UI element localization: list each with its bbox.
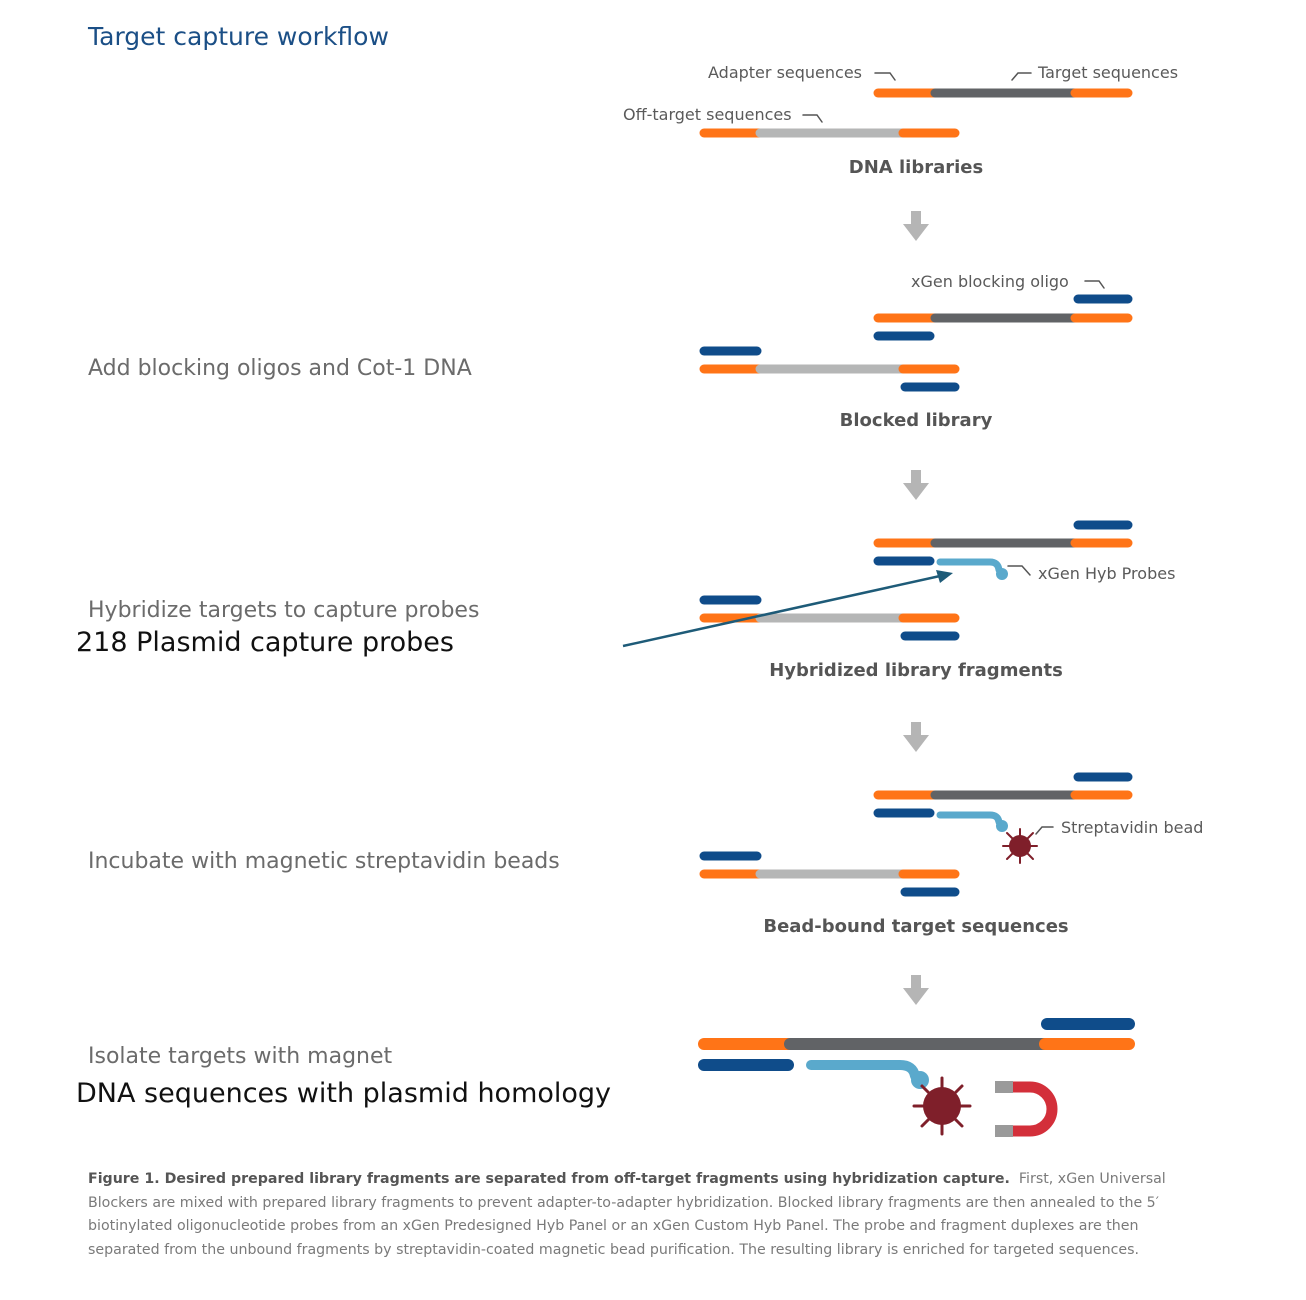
- step-block: Add blocking oligos and Cot-1 DNA: [88, 356, 472, 381]
- stage3-target-fragment: [873, 520, 1133, 566]
- hyb-probes-label: xGen Hyb Probes: [1038, 564, 1175, 583]
- stage-blocked-library: Blocked library: [840, 410, 993, 431]
- stage4-offtarget-fragment: [699, 851, 960, 897]
- offtarget-sequences-label: Off-target sequences: [623, 105, 792, 124]
- step-isolate: Isolate targets with magnet: [88, 1044, 393, 1069]
- caption-title: Figure 1. Desired prepared library fragm…: [88, 1171, 1010, 1187]
- stage4-probe: [936, 811, 1008, 832]
- adapter-sequences-label: Adapter sequences: [708, 63, 862, 82]
- stage2-offtarget-fragment: [699, 346, 960, 392]
- down-arrow-icon: [903, 211, 929, 241]
- step-incubate: Incubate with magnetic streptavidin bead…: [88, 849, 560, 874]
- stage5-target-fragment: [698, 1018, 1135, 1071]
- target-sequences-label: Target sequences: [1037, 63, 1178, 82]
- stage4-target-fragment: [873, 772, 1133, 818]
- probes-annotation: 218 Plasmid capture probes: [76, 627, 454, 658]
- stage3-offtarget-fragment: [699, 595, 960, 641]
- streptavidin-bead-icon: [1002, 828, 1038, 864]
- magnet-icon: [995, 1081, 1058, 1137]
- stage-bead-bound: Bead-bound target sequences: [763, 916, 1068, 937]
- down-arrow-icon: [903, 975, 929, 1005]
- blocking-oligo-label: xGen blocking oligo: [911, 272, 1069, 291]
- stage-hybridized-fragments: Hybridized library fragments: [769, 660, 1063, 681]
- step-hybridize: Hybridize targets to capture probes: [88, 598, 479, 623]
- stage5-probe: [806, 1060, 929, 1089]
- caption-body: First, xGen Universal Blockers are mixed…: [88, 1171, 1166, 1258]
- streptavidin-bead-icon: [912, 1076, 972, 1136]
- page-title: Target capture workflow: [87, 22, 389, 51]
- stage3-probe: [936, 558, 1008, 580]
- figure-caption: Figure 1. Desired prepared library fragm…: [88, 1168, 1173, 1262]
- streptavidin-bead-label: Streptavidin bead: [1061, 818, 1203, 837]
- down-arrow-icon: [903, 470, 929, 500]
- stage-dna-libraries: DNA libraries: [849, 157, 983, 178]
- probe-pointer-arrow: [622, 570, 953, 648]
- homology-annotation: DNA sequences with plasmid homology: [76, 1078, 611, 1109]
- down-arrow-icon: [903, 722, 929, 752]
- stage2-target-fragment: [873, 294, 1133, 341]
